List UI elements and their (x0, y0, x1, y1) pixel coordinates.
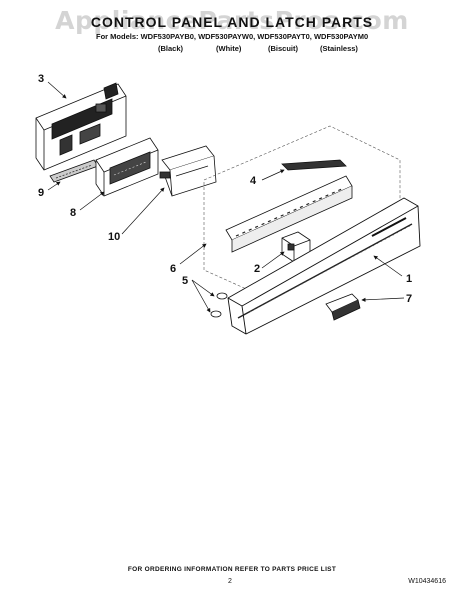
models-line: For Models: WDF530PAYB0, WDF530PAYW0, WD… (96, 32, 369, 41)
watermark-logo: AppliancePartsPros.com (55, 6, 409, 35)
callout-4: 4 (250, 175, 257, 187)
callout-5: 5 (182, 275, 188, 287)
callout-3: 3 (38, 73, 44, 85)
callout-10: 10 (108, 231, 120, 243)
control-bracket (159, 145, 217, 197)
variant-white: (White) (216, 44, 242, 53)
page-title: CONTROL PANEL AND LATCH PARTS (90, 14, 374, 30)
callout-1: 1 (406, 273, 412, 285)
callout-7: 7 (406, 293, 412, 305)
callout-2: 2 (254, 263, 260, 275)
ordering-note: FOR ORDERING INFORMATION REFER TO PARTS … (127, 566, 337, 573)
screws (210, 292, 228, 318)
callout-6: 6 (170, 263, 176, 275)
variant-biscuit: (Biscuit) (268, 44, 298, 53)
user-interface-board (225, 159, 353, 253)
document-number: W10434616 (408, 578, 446, 585)
callout-8: 8 (70, 207, 76, 219)
control-panel-console (227, 197, 421, 335)
variant-stainless: (Stainless) (320, 44, 358, 53)
electronic-control-board (95, 137, 159, 197)
latch-strike (325, 293, 361, 321)
variant-black: (Black) (158, 44, 184, 53)
page-number: 2 (228, 578, 232, 585)
callout-9: 9 (38, 187, 44, 199)
control-housing (35, 82, 127, 171)
